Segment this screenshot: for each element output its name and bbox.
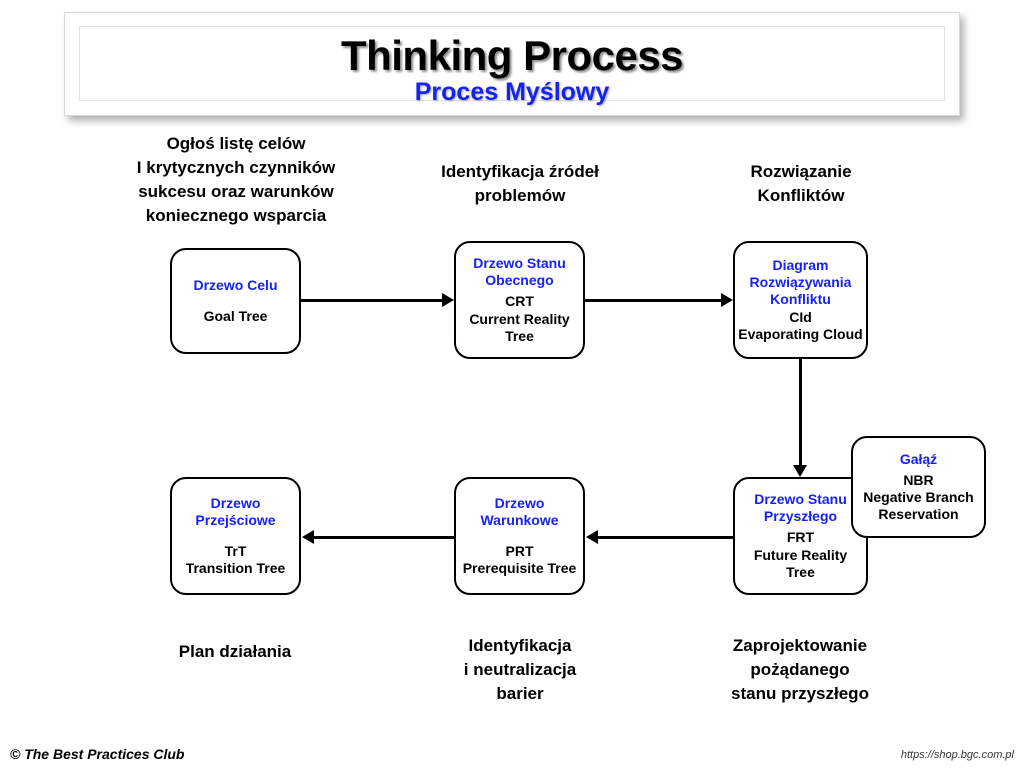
node-frt-en: FRT Future Reality Tree bbox=[753, 529, 848, 580]
node-frt-pl: Drzewo Stanu Przyszłego bbox=[754, 491, 847, 525]
arrow-prt-trt bbox=[302, 530, 314, 544]
page-title: Thinking Process bbox=[340, 32, 684, 79]
connector-goaltree-crt bbox=[301, 299, 443, 302]
node-trt-en: TrT Transition Tree bbox=[185, 543, 286, 577]
node-prt-en: PRT Prerequisite Tree bbox=[462, 543, 577, 577]
connector-frt-prt bbox=[597, 536, 734, 539]
prt-caption: Identyfikacja i neutralizacja barier bbox=[463, 636, 577, 704]
title-banner: Thinking Process Proces Myślowy bbox=[64, 12, 960, 116]
page-subtitle: Proces Myślowy bbox=[414, 78, 610, 107]
node-trt-pl: Drzewo Przejściowe bbox=[195, 494, 276, 528]
node-cld[interactable]: Diagram Rozwiązywania Konfliktu CId Evap… bbox=[733, 241, 868, 359]
title-inner-frame: Thinking Process Proces Myślowy bbox=[79, 26, 945, 106]
frt-caption: Zaprojektowanie pożądanego stanu przyszł… bbox=[731, 636, 869, 704]
crt-caption: Identyfikacja źródeł problemów bbox=[441, 162, 599, 206]
node-cld-pl: Diagram Rozwiązywania Konfliktu bbox=[749, 257, 852, 308]
trt-caption: Plan działania bbox=[178, 642, 292, 661]
node-prt-pl: Drzewo Warunkowe bbox=[480, 494, 559, 528]
node-goal-tree[interactable]: Drzewo Celu Goal Tree bbox=[170, 248, 301, 354]
arrow-crt-cld bbox=[721, 293, 733, 307]
node-goal-tree-en: Goal Tree bbox=[203, 308, 268, 324]
node-cld-en: CId Evaporating Cloud bbox=[738, 308, 863, 342]
footer-url[interactable]: https://shop.bgc.com.pl bbox=[900, 749, 1014, 761]
node-goal-tree-pl: Drzewo Celu bbox=[193, 276, 278, 293]
arrow-cld-frt bbox=[793, 465, 807, 477]
connector-crt-cld bbox=[585, 299, 722, 302]
connector-cld-frt bbox=[799, 359, 802, 467]
arrow-frt-prt bbox=[586, 530, 598, 544]
node-prt[interactable]: Drzewo Warunkowe PRT Prerequisite Tree bbox=[454, 477, 585, 595]
footer-copyright: © The Best Practices Club bbox=[10, 746, 185, 762]
node-trt[interactable]: Drzewo Przejściowe TrT Transition Tree bbox=[170, 477, 301, 595]
connector-prt-trt bbox=[313, 536, 455, 539]
node-crt[interactable]: Drzewo Stanu Obecnego CRT Current Realit… bbox=[454, 241, 585, 359]
goal-tree-caption: Ogłoś listę celów I krytycznych czynnikó… bbox=[136, 134, 336, 226]
node-nbr[interactable]: Gałąź NBR Negative Branch Reservation bbox=[851, 436, 986, 538]
node-crt-en: CRT Current Reality Tree bbox=[469, 293, 570, 344]
cld-caption: Rozwiązanie Konfliktów bbox=[750, 162, 852, 206]
node-nbr-en: NBR Negative Branch Reservation bbox=[863, 471, 974, 523]
node-nbr-pl: Gałąź bbox=[899, 450, 938, 467]
node-crt-pl: Drzewo Stanu Obecnego bbox=[473, 255, 566, 289]
node-frt[interactable]: Drzewo Stanu Przyszłego FRT Future Reali… bbox=[733, 477, 868, 595]
arrow-goaltree-crt bbox=[442, 293, 454, 307]
